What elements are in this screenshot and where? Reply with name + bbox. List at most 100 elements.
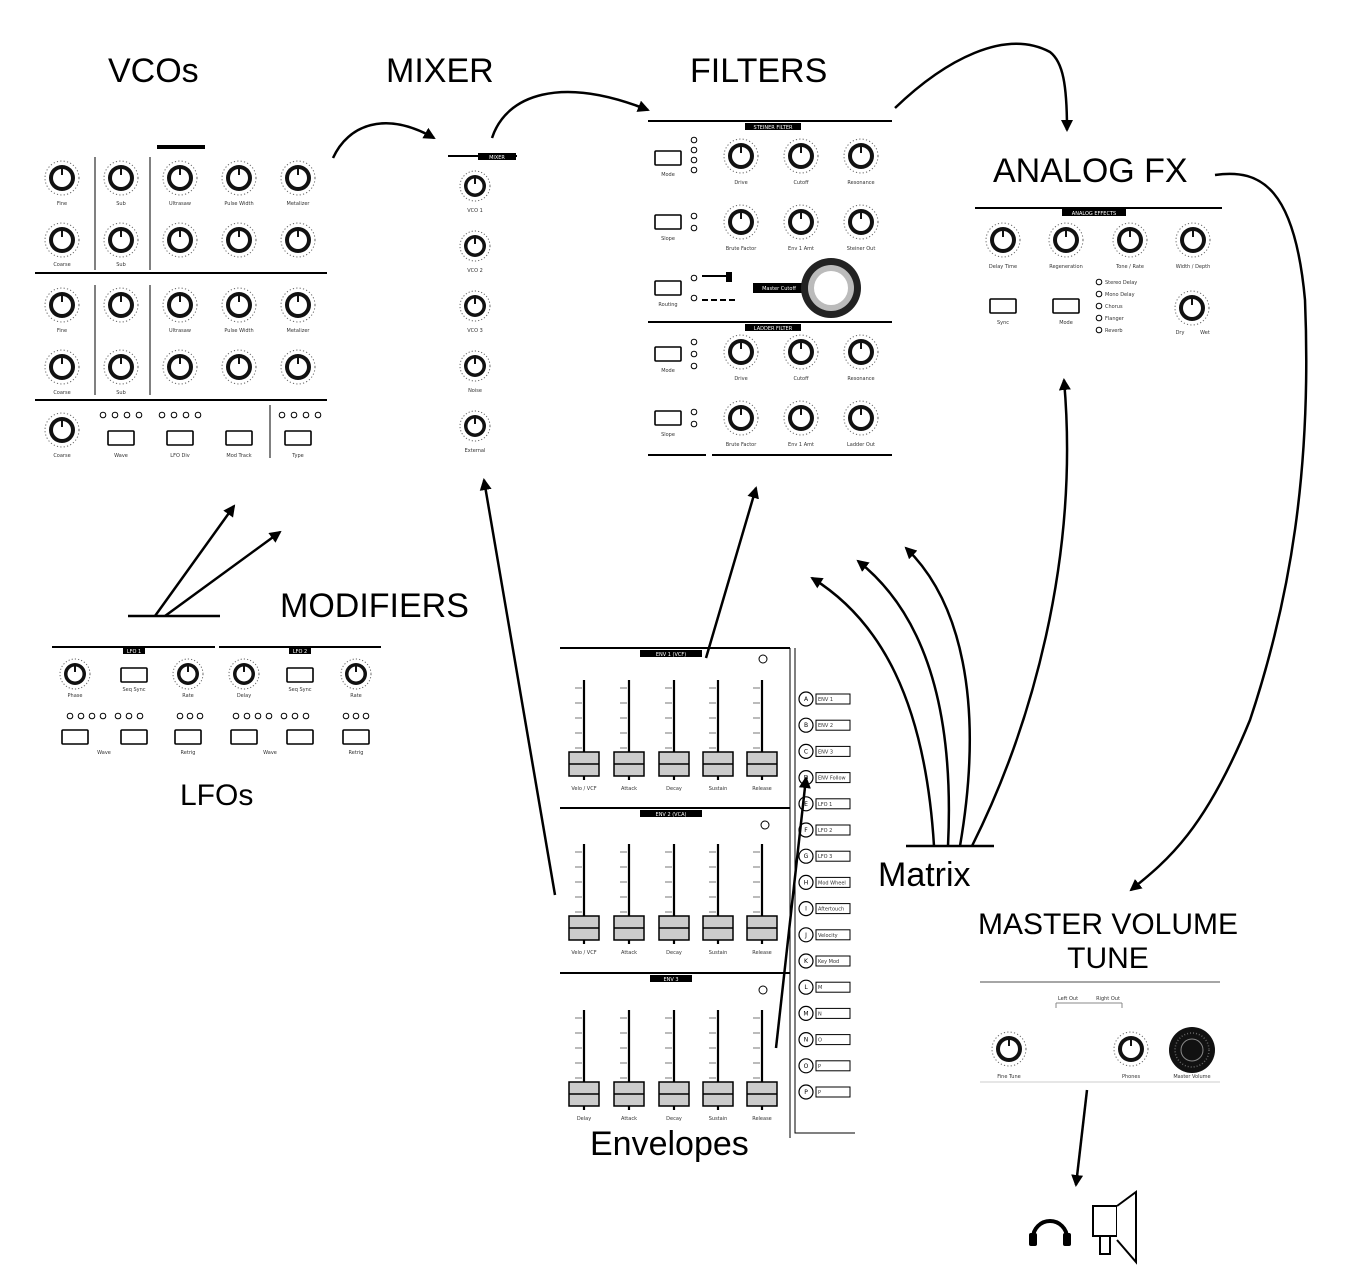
ladder-knobs[interactable] — [723, 334, 879, 436]
label-master-volume-knob: Master Volume — [1173, 1074, 1210, 1080]
lfo2-seq-sync-button[interactable] — [286, 667, 314, 683]
ladder-label-slope: Slope — [661, 432, 675, 438]
noise-type-button[interactable] — [284, 430, 312, 446]
master-cutoff-knob[interactable] — [801, 258, 861, 318]
matrix-row-m-jack[interactable] — [798, 1005, 814, 1022]
matrix-source-slot — [815, 850, 851, 862]
mixer-vco2-knob[interactable] — [459, 230, 491, 262]
fine-tune-knob[interactable] — [991, 1031, 1027, 1067]
env3-faders[interactable] — [567, 1008, 779, 1112]
arrow-env3-to-matrix — [774, 776, 811, 1049]
matrix-source-label: N — [818, 1011, 822, 1017]
fx-label-sync: Sync — [997, 320, 1009, 326]
matrix-source-slot — [815, 1034, 851, 1046]
matrix-row-letter: N — [804, 1037, 809, 1044]
env3-label-release: Release — [752, 1116, 772, 1122]
vco2-label-pulse-width: Pulse Width — [224, 328, 253, 334]
matrix-source-slot — [815, 745, 851, 757]
matrix-source-slot — [815, 824, 851, 836]
env1-faders[interactable] — [567, 678, 779, 782]
env1-label-attack: Attack — [621, 786, 637, 792]
matrix-row-b-jack[interactable] — [798, 717, 814, 733]
matrix-row-h-jack[interactable] — [798, 874, 814, 891]
matrix-row-p-jack[interactable] — [798, 1084, 814, 1100]
fx-mode-stereo-delay: Stereo Delay — [1105, 280, 1137, 286]
ladder-mode-button[interactable] — [654, 346, 682, 362]
routing-icon — [702, 272, 736, 301]
vco3-wave-button[interactable] — [107, 430, 135, 446]
fx-knobs[interactable] — [985, 222, 1211, 326]
label-routing: Routing — [658, 302, 677, 308]
steiner-label-mode: Mode — [661, 172, 675, 178]
lfo1-seq-sync-button[interactable] — [120, 667, 148, 683]
ladder-label-drive: Drive — [734, 376, 747, 382]
vco-label-metalizer: Metalizer — [287, 201, 311, 207]
ladder-slope-button[interactable] — [654, 410, 682, 426]
mixer-vco3-knob[interactable] — [459, 290, 491, 322]
fx-sync-button[interactable] — [989, 298, 1017, 314]
matrix-source-label: O — [818, 1038, 822, 1044]
env-panel: ENV 1 (VCF) Velo / VCF Attack Decay Sust… — [560, 647, 790, 1122]
matrix-row-i-jack[interactable] — [798, 900, 814, 917]
matrix-row-l-jack[interactable] — [798, 979, 814, 995]
lfo2-wave-up-button[interactable] — [286, 729, 314, 745]
env2-label-attack: Attack — [621, 950, 637, 956]
filter-panel: STEINER FILTER Mode Slope Routing Drive … — [648, 120, 892, 456]
lfo1-phase-knob[interactable] — [59, 658, 91, 690]
lfo1-wave-up-button[interactable] — [120, 729, 148, 745]
ladder-header: LADDER FILTER — [754, 326, 793, 332]
mixer-noise-knob[interactable] — [459, 350, 491, 382]
lfo1-rate-knob[interactable] — [172, 658, 204, 690]
steiner-mode-button[interactable] — [654, 150, 682, 166]
env2-faders[interactable] — [567, 842, 779, 946]
steiner-slope-button[interactable] — [654, 214, 682, 230]
fx-mode-button[interactable] — [1052, 298, 1080, 314]
env1-label-release: Release — [752, 786, 772, 792]
matrix-row-letter: E — [804, 801, 808, 808]
lfo2-delay-knob[interactable] — [228, 658, 260, 690]
lfo2-label-seq-sync: Seq Sync — [288, 687, 311, 693]
mixer-panel: MIXER VCO 1 VCO 2 VCO 3 Noise External — [448, 153, 517, 454]
vco3-coarse-knob[interactable] — [44, 412, 80, 448]
matrix-row-a-jack[interactable] — [798, 691, 814, 707]
lfo2-header: LFO 2 — [293, 649, 307, 655]
vco2-knobs[interactable] — [44, 287, 316, 385]
matrix-row-letter: L — [804, 984, 808, 991]
routing-button[interactable] — [654, 280, 682, 296]
mixer-label-noise: Noise — [468, 388, 482, 394]
arrow-matrix-2 — [856, 559, 951, 847]
speaker-icon — [1092, 1190, 1137, 1265]
mixer-external-knob[interactable] — [459, 410, 491, 442]
matrix-row-k-jack[interactable] — [798, 953, 814, 969]
matrix-source-label: P — [818, 1064, 821, 1070]
vco3-mod-track-button[interactable] — [225, 430, 253, 446]
lfo-panel: LFO 1 LFO 2 Phase Rate Delay Rate Seq Sy… — [52, 646, 381, 756]
vco3-lfo-div-button[interactable] — [166, 430, 194, 446]
matrix-source-label: P — [818, 1090, 821, 1096]
matrix-row-o-jack[interactable] — [798, 1058, 814, 1074]
lfo2-wave-down-button[interactable] — [230, 729, 258, 745]
steiner-header: STEINER FILTER — [754, 125, 793, 131]
mixer-vco1-knob[interactable] — [459, 170, 491, 202]
lfo2-rate-knob[interactable] — [340, 658, 372, 690]
label-tune: TUNE — [1067, 942, 1149, 975]
noise-label-type: Type — [291, 453, 303, 459]
lfo1-label-wave: Wave — [97, 750, 111, 756]
matrix-row-g-jack[interactable] — [798, 848, 814, 864]
matrix-row-letter: I — [805, 906, 807, 913]
steiner-label-env-amt: Env 1 Amt — [788, 246, 814, 252]
phones-knob[interactable] — [1113, 1031, 1149, 1067]
vco3-label-mod-track: Mod Track — [226, 453, 251, 459]
lfo2-retrig-button[interactable] — [342, 729, 370, 745]
matrix-row-j-jack[interactable] — [798, 927, 814, 943]
matrix-source-slot — [815, 1060, 851, 1072]
signal-arrows — [128, 42, 1308, 1187]
lfo1-wave-down-button[interactable] — [61, 729, 89, 745]
matrix-source-slot — [815, 981, 851, 993]
matrix-row-n-jack[interactable] — [798, 1031, 814, 1048]
lfo1-retrig-button[interactable] — [174, 729, 202, 745]
master-volume-knob[interactable] — [1169, 1027, 1215, 1073]
matrix-row-c-jack[interactable] — [798, 743, 814, 760]
steiner-knobs[interactable] — [723, 138, 879, 240]
vco1-knobs[interactable] — [44, 160, 316, 258]
